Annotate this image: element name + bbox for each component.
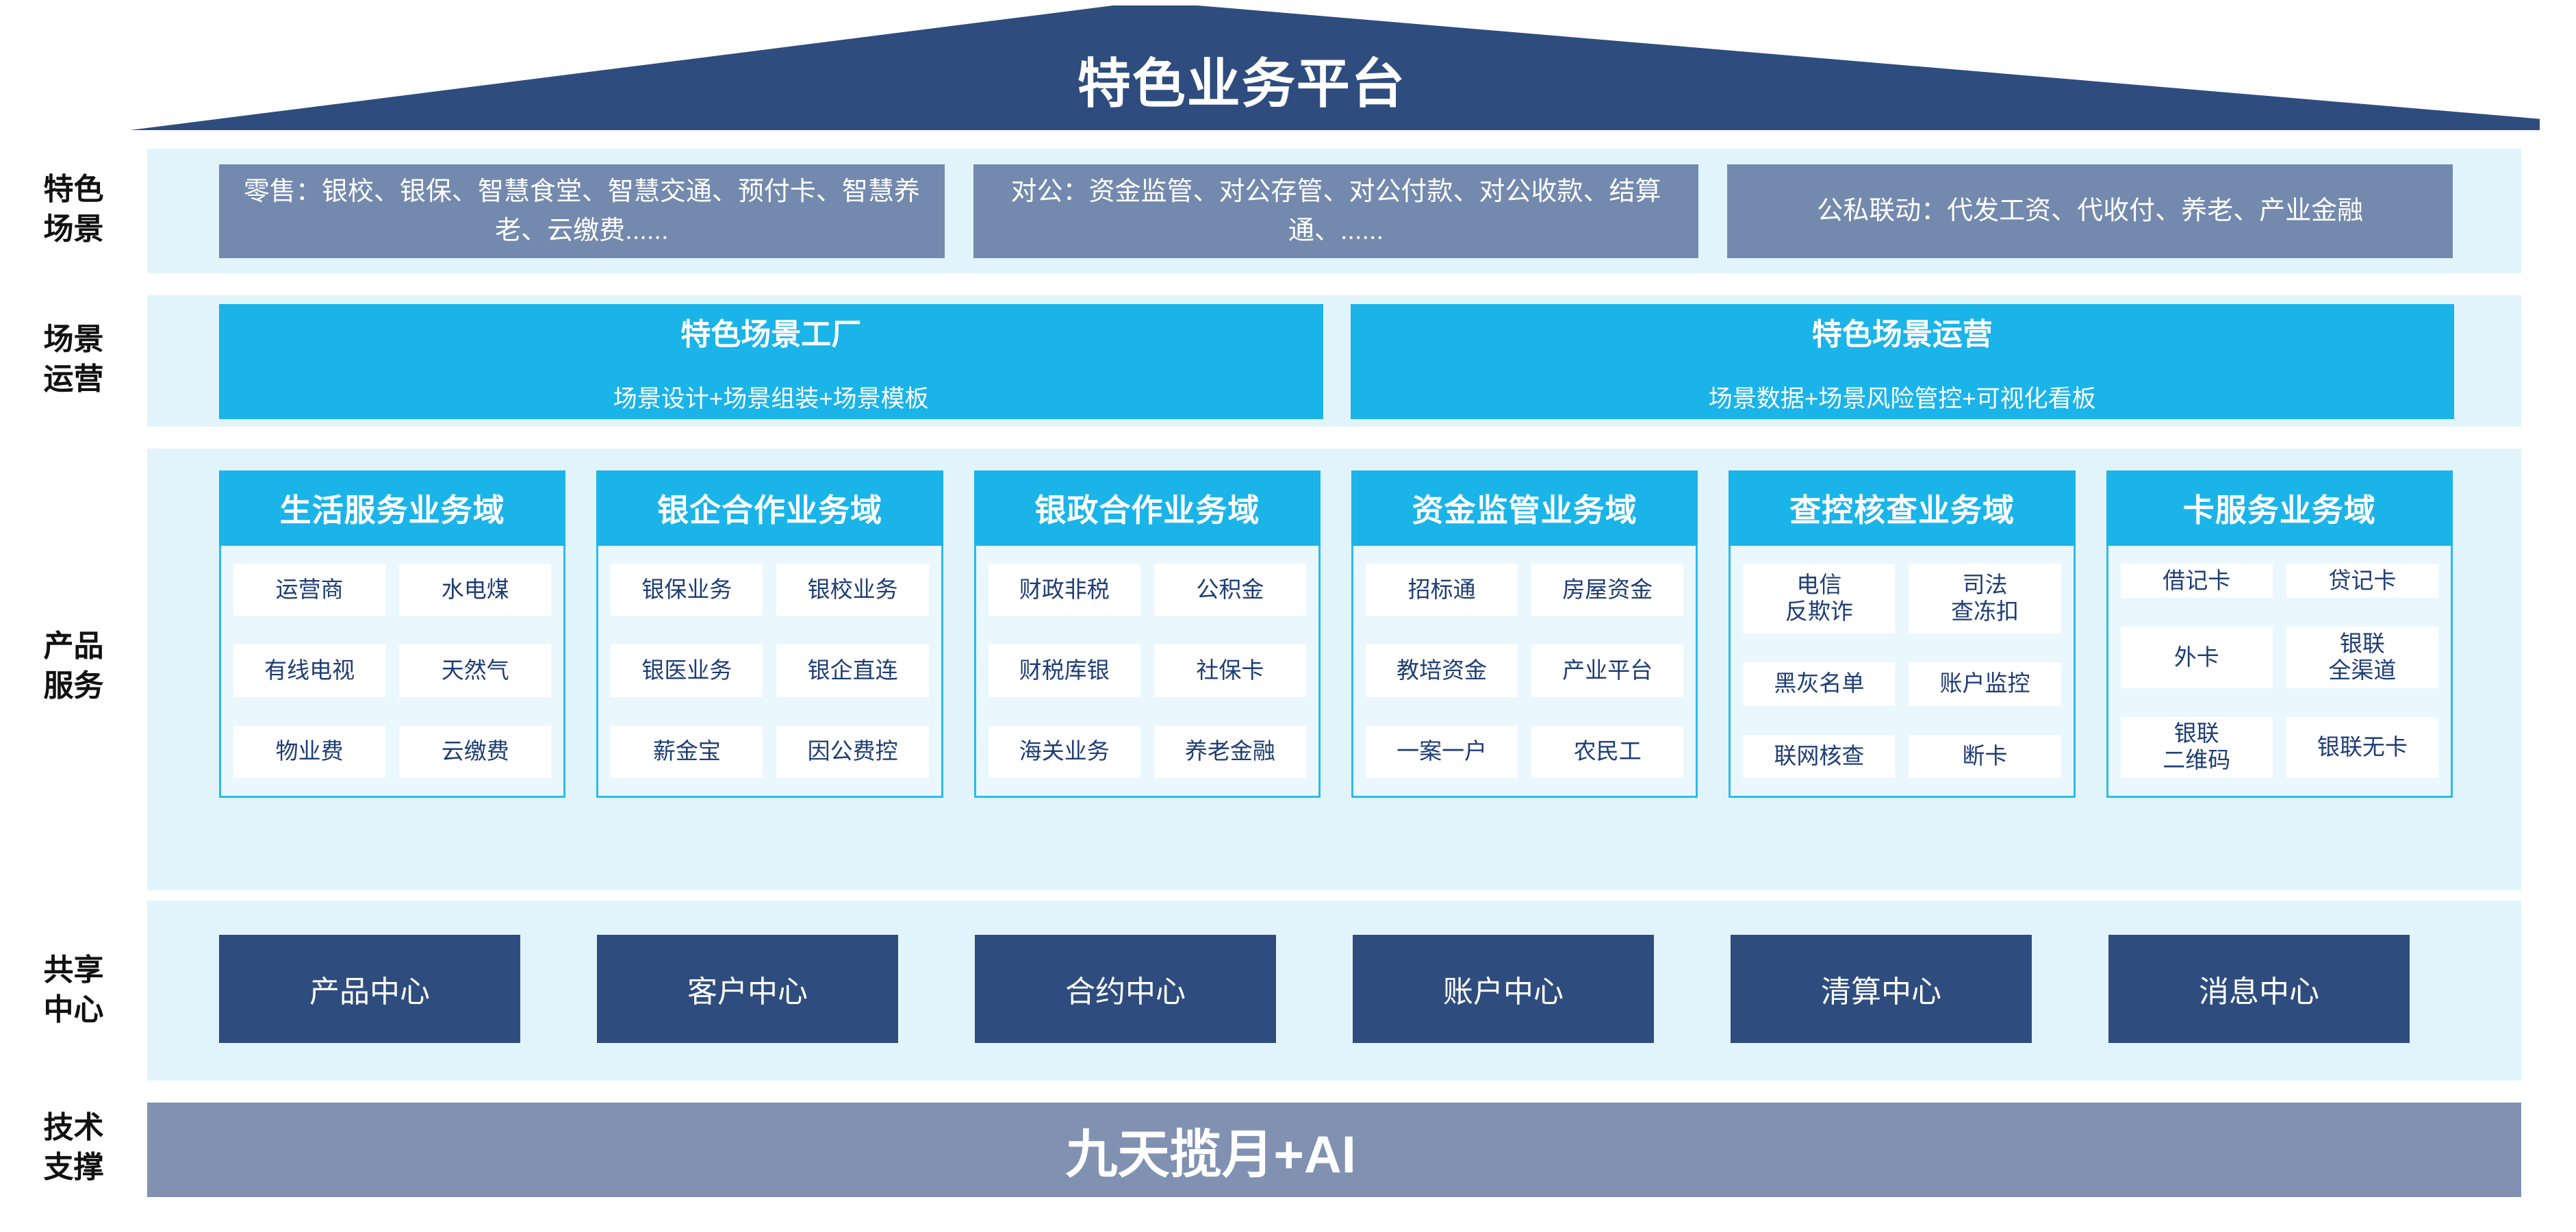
product-cell: 司法 查冻扣 — [1909, 564, 2061, 634]
product-cell: 水电煤 — [399, 564, 552, 616]
product-column-header: 银政合作业务域 — [973, 470, 1321, 546]
product-column-body: 电信 反欺诈 司法 查冻扣 黑灰名单 账户监控 联网核查 断卡 — [1729, 546, 2076, 798]
rail-label-tech: 技术 支撑 — [43, 1111, 104, 1185]
product-cell: 外卡 — [2120, 627, 2273, 688]
product-column-header: 卡服务业务域 — [2106, 470, 2453, 546]
scene-row: 零售：银校、银保、智慧食堂、智慧交通、预付卡、智慧养老、云缴费...... 对公… — [219, 164, 2453, 258]
product-column-body: 招标通 房屋资金 教培资金 产业平台 一案一户 农民工 — [1351, 546, 1698, 798]
product-cell: 银保业务 — [611, 564, 763, 616]
tech-support-bar-text: 九天揽月+AI — [1065, 1126, 1356, 1184]
product-cell: 产业平台 — [1531, 644, 1684, 697]
product-cell: 有线电视 — [233, 644, 386, 697]
product-cell: 养老金融 — [1153, 725, 1306, 778]
product-column-body: 借记卡 贷记卡 外卡 银联 全渠道 银联 二维码 银联无卡 — [2106, 546, 2453, 798]
product-cell: 银联 二维码 — [2120, 716, 2273, 778]
product-cell: 财政非税 — [988, 564, 1140, 616]
center-box-message: 消息中心 — [2108, 935, 2410, 1043]
product-cell: 银医业务 — [611, 644, 763, 697]
center-box-account: 账户中心 — [1353, 935, 1654, 1043]
operation-row: 特色场景工厂 场景设计+场景组装+场景模板 特色场景运营 场景数据+场景风险管控… — [219, 304, 2454, 419]
centers-band: 产品中心 客户中心 合约中心 账户中心 清算中心 消息中心 — [147, 901, 2521, 1081]
operation-band: 特色场景工厂 场景设计+场景组装+场景模板 特色场景运营 场景数据+场景风险管控… — [147, 295, 2521, 427]
page-title: 特色业务平台 — [1077, 53, 1406, 114]
product-cell: 银校业务 — [776, 564, 929, 616]
tech-support-bar: 九天揽月+AI — [147, 1103, 2521, 1197]
product-column-body: 财政非税 公积金 财税库银 社保卡 海关业务 养老金融 — [973, 546, 1321, 798]
product-cell: 银企直连 — [776, 644, 929, 697]
product-column-card-services: 卡服务业务域 借记卡 贷记卡 外卡 银联 全渠道 银联 二维码 银联无卡 — [2106, 470, 2453, 798]
rail-label-products: 产品 服务 — [43, 629, 104, 703]
centers-row: 产品中心 客户中心 合约中心 账户中心 清算中心 消息中心 — [219, 935, 2410, 1043]
product-cell: 公积金 — [1153, 564, 1306, 616]
products-band: 生活服务业务域 运营商 水电煤 有线电视 天然气 物业费 云缴费 银企合作业务域… — [147, 449, 2521, 890]
products-row: 生活服务业务域 运营商 水电煤 有线电视 天然气 物业费 云缴费 银企合作业务域… — [219, 470, 2453, 798]
product-cell: 因公费控 — [776, 725, 929, 778]
product-column-header: 资金监管业务域 — [1351, 470, 1698, 546]
operation-box-scene-factory: 特色场景工厂 场景设计+场景组装+场景模板 — [219, 304, 1323, 419]
product-cell: 银联 全渠道 — [2286, 627, 2438, 688]
product-cell: 运营商 — [233, 564, 386, 616]
product-column-header: 查控核查业务域 — [1729, 470, 2076, 546]
operation-box-title: 特色场景工厂 — [680, 317, 862, 351]
product-column-fund-supervision: 资金监管业务域 招标通 房屋资金 教培资金 产业平台 一案一户 农民工 — [1351, 470, 1698, 798]
product-cell: 教培资金 — [1365, 644, 1518, 697]
product-cell: 薪金宝 — [611, 725, 763, 778]
rail-label-operation: 场景 运营 — [43, 323, 104, 397]
product-cell: 房屋资金 — [1531, 564, 1684, 616]
product-cell: 招标通 — [1365, 564, 1518, 616]
product-column-life-services: 生活服务业务域 运营商 水电煤 有线电视 天然气 物业费 云缴费 — [219, 470, 566, 798]
product-column-bank-enterprise: 银企合作业务域 银保业务 银校业务 银医业务 银企直连 薪金宝 因公费控 — [596, 470, 943, 798]
center-box-contract: 合约中心 — [975, 935, 1276, 1043]
product-cell: 贷记卡 — [2286, 564, 2438, 599]
product-cell: 黑灰名单 — [1743, 662, 1896, 706]
scene-band: 零售：银校、银保、智慧食堂、智慧交通、预付卡、智慧养老、云缴费...... 对公… — [147, 149, 2521, 273]
center-box-clearing: 清算中心 — [1731, 935, 2032, 1043]
product-column-bank-government: 银政合作业务域 财政非税 公积金 财税库银 社保卡 海关业务 养老金融 — [973, 470, 1321, 798]
product-cell: 借记卡 — [2120, 564, 2273, 599]
product-cell: 断卡 — [1909, 734, 2061, 778]
center-box-customer: 客户中心 — [597, 935, 898, 1043]
product-column-body: 运营商 水电煤 有线电视 天然气 物业费 云缴费 — [219, 546, 566, 798]
operation-box-title: 特色场景运营 — [1811, 317, 1993, 351]
product-cell: 云缴费 — [399, 725, 552, 778]
product-cell: 物业费 — [233, 725, 386, 778]
operation-box-subtitle: 场景数据+场景风险管控+可视化看板 — [1708, 385, 2096, 412]
scene-box-corporate: 对公：资金监管、对公存管、对公付款、对公收款、结算通、...... — [973, 164, 1699, 258]
center-box-product: 产品中心 — [219, 935, 520, 1043]
product-cell: 账户监控 — [1909, 662, 2061, 706]
rail-label-scene: 特色 场景 — [43, 173, 104, 247]
rail-label-centers: 共享 中心 — [43, 953, 104, 1027]
product-cell: 银联无卡 — [2286, 716, 2438, 778]
product-cell: 海关业务 — [988, 725, 1140, 778]
scene-box-public-private: 公私联动：代发工资、代收付、养老、产业金融 — [1727, 164, 2453, 258]
scene-box-retail: 零售：银校、银保、智慧食堂、智慧交通、预付卡、智慧养老、云缴费...... — [219, 164, 945, 258]
operation-box-subtitle: 场景设计+场景组装+场景模板 — [613, 385, 929, 412]
product-cell: 联网核查 — [1743, 734, 1896, 778]
product-column-body: 银保业务 银校业务 银医业务 银企直连 薪金宝 因公费控 — [596, 546, 943, 798]
product-column-header: 生活服务业务域 — [219, 470, 566, 546]
product-column-header: 银企合作业务域 — [596, 470, 943, 546]
product-cell: 财税库银 — [988, 644, 1140, 697]
product-cell: 电信 反欺诈 — [1743, 564, 1896, 634]
product-cell: 社保卡 — [1153, 644, 1306, 697]
product-cell: 天然气 — [399, 644, 552, 697]
product-cell: 一案一户 — [1365, 725, 1518, 778]
product-cell: 农民工 — [1531, 725, 1684, 778]
operation-box-scene-ops: 特色场景运营 场景数据+场景风险管控+可视化看板 — [1350, 304, 2454, 419]
product-column-inquiry-control: 查控核查业务域 电信 反欺诈 司法 查冻扣 黑灰名单 账户监控 联网核查 断卡 — [1729, 470, 2076, 798]
